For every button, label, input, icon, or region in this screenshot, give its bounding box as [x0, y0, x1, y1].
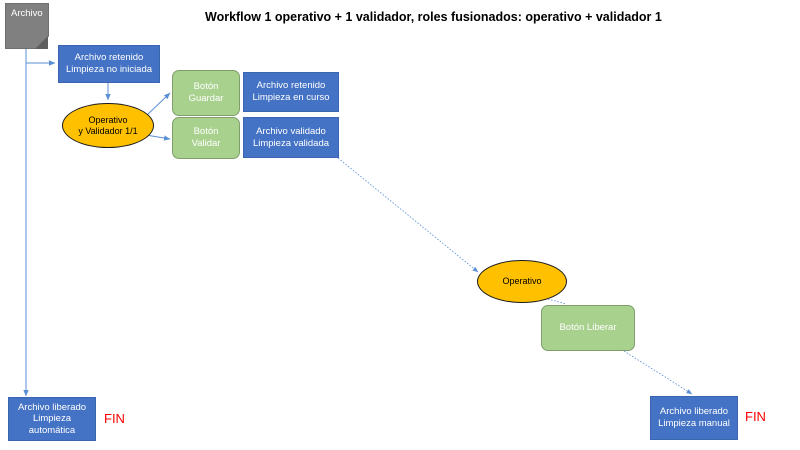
end-label-manual: FIN [745, 409, 766, 424]
end-label-automatic: FIN [104, 411, 125, 426]
node-role-operativo[interactable]: Operativo [477, 260, 567, 303]
node-state-liberado-automatica-line2: Limpieza [32, 413, 72, 425]
edge-rol-to-boton-validar [145, 134, 171, 141]
edge-boton-liberar-to-liberado-manual [623, 350, 693, 395]
node-button-validar[interactable]: Botón Validar [172, 117, 240, 159]
node-button-guardar-line2: Guardar [188, 93, 224, 104]
node-state-retenido-en-curso-line2: Limpieza en curso [252, 92, 330, 103]
node-button-liberar-label: Botón Liberar [559, 322, 617, 334]
edge-rol-to-boton-guardar [145, 92, 171, 117]
node-role-operativo-label: Operativo [502, 276, 542, 287]
node-button-guardar-line1: Botón [193, 81, 219, 93]
node-state-liberado-manual-line1: Archivo liberado [659, 406, 729, 418]
node-button-liberar[interactable]: Botón Liberar [541, 305, 635, 351]
node-state-validado[interactable]: Archivo validado Limpieza validada [243, 117, 339, 158]
node-state-retenido-en-curso-line1: Archivo retenido [256, 80, 326, 92]
node-state-validado-line1: Archivo validado [256, 125, 326, 137]
node-role-operativo-validador[interactable]: Operativo y Validador 1/1 [62, 103, 154, 148]
node-state-liberado-manual[interactable]: Archivo liberado Limpieza manual [650, 396, 738, 440]
node-state-liberado-automatica[interactable]: Archivo liberado Limpieza automática [8, 397, 96, 441]
node-state-retenido-no-iniciada-line2: Limpieza no iniciada [65, 64, 153, 75]
node-state-liberado-automatica-line3: automática [28, 424, 76, 436]
diagram-title: Workflow 1 operativo + 1 validador, role… [205, 10, 662, 24]
node-button-validar-line2: Validar [191, 138, 221, 149]
node-state-validado-line2: Limpieza validada [252, 137, 330, 149]
node-state-retenido-no-iniciada-line1: Archivo retenido [74, 52, 144, 64]
node-document-archivo[interactable]: Archivo [5, 3, 49, 49]
edge-validado-to-rol-operativo [337, 157, 479, 273]
node-state-liberado-manual-line2: Limpieza manual [658, 418, 730, 429]
node-role-operativo-validador-line1: Operativo [88, 114, 128, 125]
edge-rol-operativo-to-boton-liberar [547, 298, 567, 305]
node-document-archivo-label: Archivo [11, 8, 43, 19]
node-button-guardar[interactable]: Botón Guardar [172, 70, 240, 116]
node-state-retenido-no-iniciada[interactable]: Archivo retenido Limpieza no iniciada [58, 45, 160, 83]
node-state-liberado-automatica-line1: Archivo liberado [17, 401, 87, 413]
node-role-operativo-validador-line2: y Validador 1/1 [78, 125, 138, 136]
node-button-validar-line1: Botón [193, 126, 219, 138]
node-state-retenido-en-curso[interactable]: Archivo retenido Limpieza en curso [243, 72, 339, 112]
